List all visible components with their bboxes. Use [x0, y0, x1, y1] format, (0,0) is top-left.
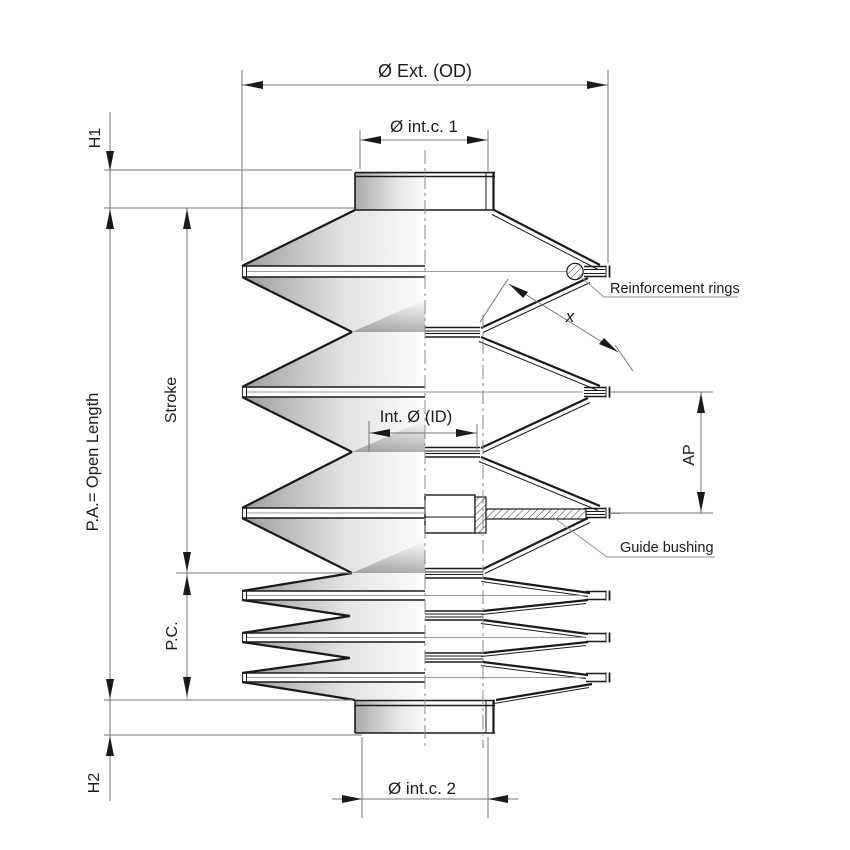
- fold-edges-left: [241, 209, 356, 702]
- cone-surface: [242, 332, 425, 387]
- cone-surface: [242, 658, 425, 673]
- guide-bushing-leader: [552, 516, 715, 558]
- label-h2: H2: [86, 773, 103, 794]
- label-h1: H1: [87, 128, 104, 149]
- top-collar-shaded: [355, 172, 425, 210]
- label-reinforcement-rings: Reinforcement rings: [610, 281, 740, 297]
- label-inner-collar-1: Ø int.c. 1: [390, 117, 458, 136]
- bellows-walls-section: [425, 209, 611, 704]
- label-inner-diameter: Int. Ø (ID): [380, 408, 452, 426]
- bellows-section-right-half: [247, 171, 620, 734]
- cone-surface: [242, 600, 425, 616]
- centerlines: [424, 150, 484, 750]
- cone-surface: [242, 682, 425, 700]
- bellows-left-half: [241, 172, 425, 733]
- cone-surface: [242, 642, 425, 658]
- cone-surface: [242, 277, 425, 332]
- guide-bushing-part: [424, 494, 587, 534]
- dimension-lines: [104, 70, 738, 818]
- label-guide-bushing: Guide bushing: [620, 540, 714, 556]
- vertex-shadow: [352, 541, 425, 573]
- fold-crease-lines: [247, 271, 620, 678]
- dimension-arrows: [106, 81, 705, 803]
- cone-surface: [242, 452, 425, 508]
- reinforcement-leader: [580, 276, 738, 298]
- vertex-shadow: [352, 300, 425, 332]
- label-compressed-length: P.C.: [164, 621, 181, 650]
- cone-surface: [242, 397, 425, 452]
- labels: Ø Ext. (OD) Ø int.c. 1 H1 P.A.= Open Len…: [84, 61, 740, 798]
- label-ap: AP: [681, 444, 698, 465]
- label-stroke: Stroke: [163, 377, 180, 423]
- cone-surface: [242, 573, 425, 591]
- label-open-length: P.A.= Open Length: [84, 393, 102, 532]
- label-fold-pitch-x: x: [565, 307, 575, 326]
- cone-surface: [242, 616, 425, 633]
- label-inner-collar-2: Ø int.c. 2: [388, 779, 456, 798]
- cone-surface: [242, 210, 425, 266]
- cone-surface: [242, 518, 425, 573]
- outer-tip-pockets: [584, 265, 611, 683]
- label-outer-diameter: Ø Ext. (OD): [378, 61, 472, 81]
- reinforcement-ring: [566, 262, 584, 281]
